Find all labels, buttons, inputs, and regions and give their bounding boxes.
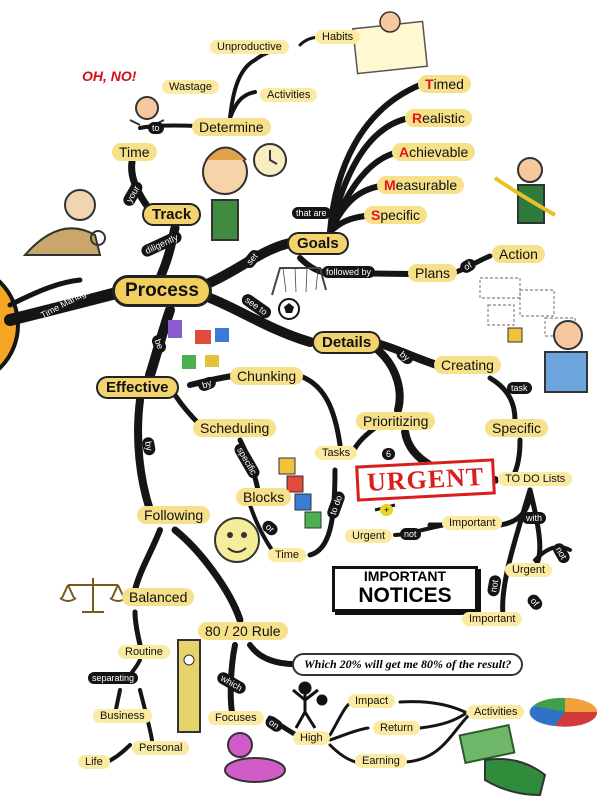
node-earning: Earning xyxy=(355,754,407,768)
node-achievable: Achievable xyxy=(392,143,476,161)
goalpost-icon xyxy=(271,267,327,296)
node-track: Track xyxy=(142,203,202,226)
node-time-bottom: Time xyxy=(268,548,307,562)
soccer-ball-icon xyxy=(278,298,300,320)
connector-that-are: that are xyxy=(292,207,331,219)
node-tasks: Tasks xyxy=(315,446,358,460)
pie-chart-icon xyxy=(529,697,598,727)
node-measurable: Measurable xyxy=(377,176,465,194)
node-blocks: Blocks xyxy=(236,488,292,506)
detective-icon xyxy=(22,189,106,256)
node-80-20-rule: 80 / 20 Rule xyxy=(198,622,288,640)
node-scheduling: Scheduling xyxy=(193,419,277,437)
man-with-papers-icon xyxy=(352,11,429,75)
toy-blocks-icon xyxy=(278,457,322,529)
person-with-clock-icon xyxy=(202,143,287,241)
alarm-clock-icon xyxy=(214,517,260,563)
connector-to: to xyxy=(148,122,164,134)
node-specific-goal: Specific xyxy=(364,206,428,224)
specific-initial: S xyxy=(371,207,381,223)
node-realistic: Realistic xyxy=(405,109,472,127)
node-prioritizing: Prioritizing xyxy=(356,412,436,430)
man-with-cube-icon xyxy=(507,320,588,393)
node-process: Process xyxy=(112,275,212,307)
achievable-initial: A xyxy=(399,144,410,160)
node-specific-task: Specific xyxy=(485,419,549,437)
node-todo-lists: TO DO Lists xyxy=(498,472,573,486)
ruler-figure-icon xyxy=(177,639,201,733)
notice-line-1: IMPORTANT xyxy=(363,568,447,584)
node-timed: Timed xyxy=(418,75,471,93)
node-activities-top: Activities xyxy=(260,88,318,102)
measurable-rest: easurable xyxy=(395,177,458,193)
node-return: Return xyxy=(373,721,421,735)
specific-rest: pecific xyxy=(380,207,421,223)
node-chunking: Chunking xyxy=(230,367,304,385)
node-wastage: Wastage xyxy=(162,80,220,94)
node-business: Business xyxy=(93,709,152,723)
important-notices-sign: IMPORTANT NOTICES xyxy=(332,566,478,612)
node-urgent-right: Urgent xyxy=(505,563,553,577)
connector-six: 6 xyxy=(382,448,396,460)
node-impact: Impact xyxy=(348,694,396,708)
scale-icon xyxy=(59,578,127,613)
man-measuring-icon xyxy=(493,157,556,224)
node-personal: Personal xyxy=(132,741,190,755)
connector-separating: separating xyxy=(88,672,139,684)
dancing-figure-icon xyxy=(292,681,328,729)
achievable-rest: chievable xyxy=(409,144,469,160)
node-following: Following xyxy=(137,506,211,524)
node-important-right: Important xyxy=(462,612,523,626)
cat-icon xyxy=(224,732,286,783)
boxes-icon xyxy=(168,320,229,369)
node-goals: Goals xyxy=(287,232,349,255)
node-plans: Plans xyxy=(408,264,458,282)
node-habits: Habits xyxy=(315,30,361,44)
node-creating: Creating xyxy=(434,356,501,374)
node-urgent-mid: Urgent xyxy=(345,529,393,543)
connector-followed-by: followed by xyxy=(322,266,376,278)
question-callout: Which 20% will get me 80% of the result? xyxy=(292,653,524,676)
node-time: Time xyxy=(112,143,157,161)
connector-not-1: not xyxy=(400,528,421,540)
node-life: Life xyxy=(78,755,110,769)
node-important-mid: Important xyxy=(442,516,503,530)
node-routine: Routine xyxy=(118,645,170,659)
notice-line-2: NOTICES xyxy=(358,584,452,608)
urgent-stamp: URGENT xyxy=(355,458,497,502)
connector-plus: + xyxy=(380,504,394,516)
cube-doodles-icon xyxy=(479,277,576,337)
connector-task: task xyxy=(507,382,532,394)
realistic-initial: R xyxy=(412,110,423,126)
node-unproductive: Unproductive xyxy=(210,40,289,54)
connector-with: with xyxy=(522,512,547,524)
node-focuses: Focuses xyxy=(208,711,264,725)
node-details: Details xyxy=(312,331,382,354)
node-balanced: Balanced xyxy=(122,588,195,606)
timed-rest: imed xyxy=(433,76,464,92)
worried-man-icon xyxy=(129,96,165,126)
node-determine: Determine xyxy=(192,118,271,136)
node-high: High xyxy=(293,731,330,745)
measurable-initial: M xyxy=(384,177,396,193)
oh-no-callout: OH, NO! xyxy=(82,68,137,84)
node-effective: Effective xyxy=(96,376,179,399)
realistic-rest: ealistic xyxy=(422,110,465,126)
node-activities-bottom: Activities xyxy=(467,705,525,719)
timed-initial: T xyxy=(425,76,434,92)
money-hand-icon xyxy=(458,723,547,797)
node-action: Action xyxy=(492,245,545,263)
